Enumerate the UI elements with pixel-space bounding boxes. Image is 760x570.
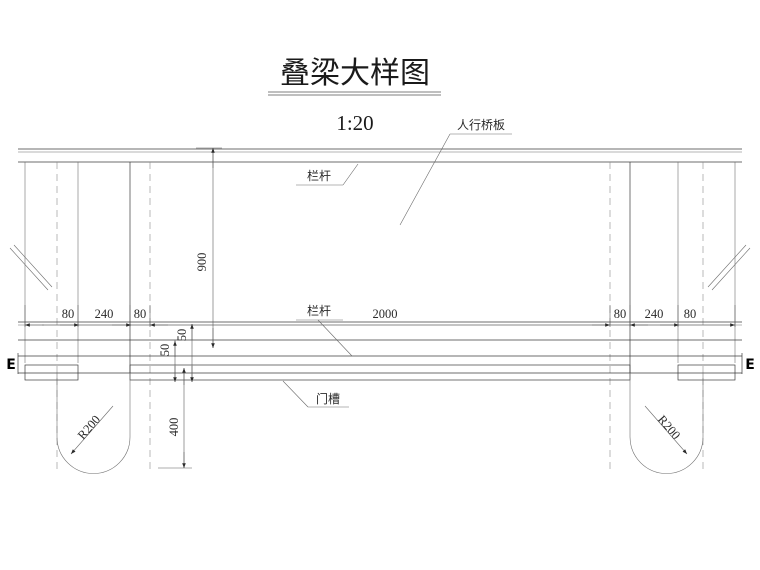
dim-left-value-2: 240	[95, 307, 114, 321]
railing-top-label: 栏杆	[307, 168, 331, 183]
break-line-left	[9, 244, 53, 291]
dimension-thickness-50-left: 50	[158, 340, 177, 382]
dimension-height-900: 900	[195, 147, 222, 348]
dim-900-value: 900	[195, 253, 209, 272]
radius-label-right: R200	[655, 413, 683, 443]
dimension-span: 2000	[168, 307, 592, 326]
annotation-railing-mid: 栏杆	[296, 303, 353, 357]
main-beam-band	[18, 355, 742, 374]
gate-slot-right: R200	[629, 373, 704, 474]
section-marker-left: E	[6, 353, 19, 374]
drawing-scale: 1:20	[336, 111, 373, 135]
ledge-block-left	[24, 364, 79, 381]
break-slash-right-1	[711, 247, 751, 291]
drawing-title: 叠梁大样图	[280, 57, 430, 90]
gate-slot-label: 门槽	[316, 391, 340, 406]
railing-top-leader-diagonal	[342, 163, 359, 186]
annotation-deck: 人行桥板	[399, 118, 512, 226]
radius-leader-right	[644, 405, 688, 455]
dim-400-value: 400	[167, 418, 181, 437]
dim-right-value-1: 80	[614, 307, 627, 321]
break-line-right	[707, 244, 751, 291]
ledge-block-right	[677, 364, 736, 381]
railing-mid-label: 栏杆	[307, 303, 331, 318]
ledge-block-center	[129, 364, 631, 381]
deck-leader-diagonal	[399, 133, 451, 226]
gate-slot-left: R200	[56, 373, 131, 474]
dimension-chain-left: 80 240 80	[24, 305, 168, 327]
slot-left-arc	[56, 436, 131, 474]
dim-left-value-3: 80	[134, 307, 147, 321]
dimension-chain-right: 80 240 80	[592, 305, 736, 327]
dim-50-mid-value: 50	[175, 329, 189, 342]
section-label-right: E	[745, 357, 755, 373]
slot-right-arc	[629, 436, 704, 474]
break-slash-left-1	[9, 247, 49, 291]
dimension-thickness-50-mid: 50	[175, 324, 194, 382]
dim-right-value-2: 240	[645, 307, 664, 321]
dim-50-left-value: 50	[158, 344, 172, 357]
gate-slot-leader-diagonal	[282, 380, 309, 408]
break-slash-right-2	[707, 244, 747, 288]
section-label-left: E	[6, 357, 16, 373]
deck-label: 人行桥板	[457, 118, 505, 132]
ledge-blocks	[24, 364, 736, 381]
radius-leader-left	[70, 405, 114, 455]
annotation-railing-top: 栏杆	[296, 163, 359, 186]
dim-right-value-3: 80	[684, 307, 697, 321]
dim-left-value-1: 80	[62, 307, 75, 321]
annotation-gate-slot: 门槽	[282, 380, 349, 408]
section-marker-right: E	[741, 353, 755, 374]
top-deck-band	[18, 148, 742, 163]
dimension-depth-400: 400	[158, 368, 192, 469]
railing-mid-leader-diagonal	[317, 319, 353, 357]
break-slash-left-2	[13, 244, 53, 288]
radius-label-left: R200	[75, 413, 103, 443]
dim-span-value: 2000	[373, 307, 398, 321]
